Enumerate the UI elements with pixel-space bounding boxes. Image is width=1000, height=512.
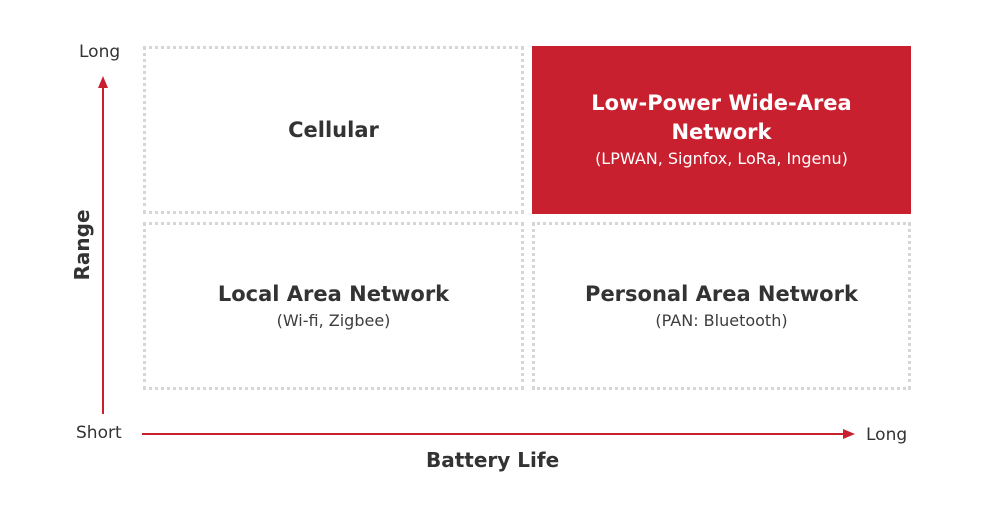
quadrant-cellular: Cellular xyxy=(143,46,524,214)
quadrant-local-area-network: Local Area Network (Wi-fi, Zigbee) xyxy=(143,222,524,390)
x-axis-arrowhead xyxy=(843,429,855,439)
y-axis-arrowhead xyxy=(98,76,108,88)
x-axis-right-label: Long xyxy=(866,425,908,445)
quadrant-lpwan: Low-Power Wide-Area Network (LPWAN, Sign… xyxy=(532,46,911,214)
quadrant-title: Cellular xyxy=(288,117,379,142)
quadrant-personal-area-network: Personal Area Network (PAN: Bluetooth) xyxy=(532,222,911,390)
y-axis-bottom-label: Short xyxy=(76,423,122,443)
x-axis-title: Battery Life xyxy=(426,448,560,472)
quadrant-title: Local Area Network xyxy=(217,281,450,306)
quadrant-subtitle: (LPWAN, Signfox, LoRa, Ingenu) xyxy=(595,149,848,168)
quadrant-title: Personal Area Network xyxy=(585,281,858,306)
quadrant-subtitle: (PAN: Bluetooth) xyxy=(655,310,788,330)
quadrant-subtitle: (Wi-fi, Zigbee) xyxy=(276,310,391,330)
y-axis-title: Range xyxy=(70,209,94,281)
quadrant-title: Low-Power Wide-Area Network xyxy=(591,91,852,144)
y-axis-top-label: Long xyxy=(79,42,121,62)
